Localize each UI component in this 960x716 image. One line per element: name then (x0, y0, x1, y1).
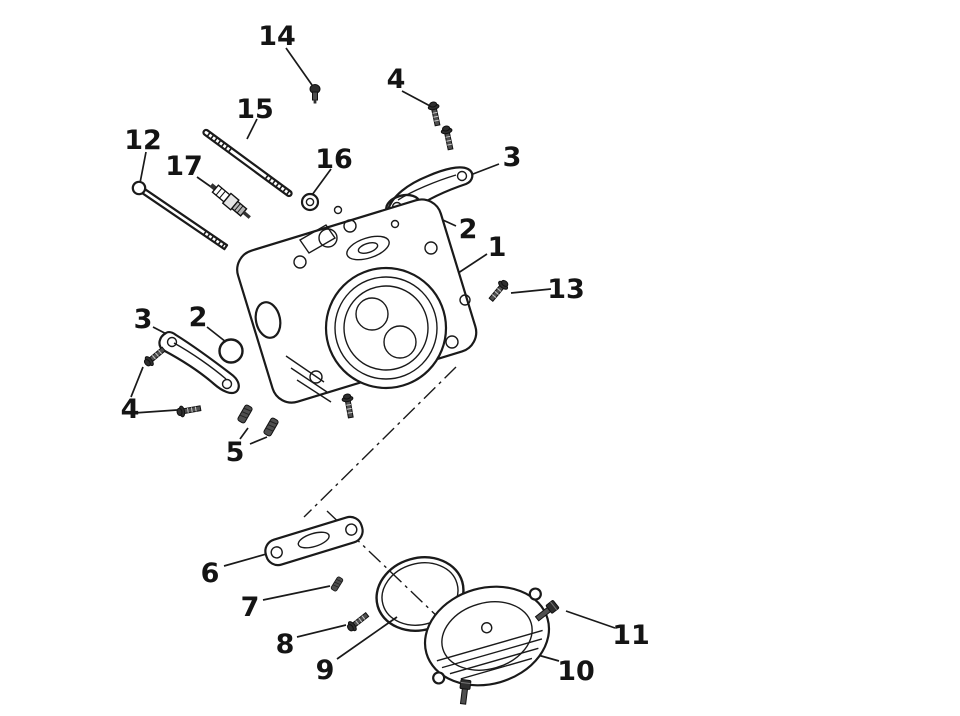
callout-9: 9 (316, 655, 335, 686)
part-7-stud (330, 575, 344, 593)
callout-3-right: 3 (503, 142, 522, 173)
part-1-cylinder-head (236, 198, 478, 419)
part-3-holder-left (158, 330, 240, 395)
callout-15: 15 (236, 94, 274, 125)
callout-16: 16 (315, 144, 353, 175)
callout-4-left: 4 (121, 394, 140, 425)
part-10-side-cover (423, 585, 551, 687)
callout-13: 13 (547, 274, 585, 305)
part-2-oring-left (218, 338, 244, 364)
callout-8: 8 (276, 629, 295, 660)
callout-12: 12 (124, 125, 162, 156)
callout-5: 5 (226, 437, 245, 468)
callout-1: 1 (488, 232, 507, 263)
callout-11: 11 (612, 620, 650, 651)
callout-17: 17 (165, 151, 203, 182)
part-8-bolt (344, 609, 372, 634)
part-17-spark-plug (209, 183, 251, 219)
callout-4-top: 4 (387, 64, 406, 95)
part-16-washer (300, 192, 320, 212)
callout-3-left: 3 (134, 304, 153, 335)
part-6-spacer-plate (264, 515, 364, 567)
callout-2-right: 2 (459, 214, 478, 245)
callout-7: 7 (241, 592, 260, 623)
part-13-bolt (486, 277, 511, 304)
part-5-dowel-pins (236, 403, 280, 438)
callout-10: 10 (557, 656, 595, 687)
callout-6: 6 (201, 558, 220, 589)
callout-2-left: 2 (189, 302, 208, 333)
part-12-long-bolt (131, 180, 229, 251)
part-14-plug-screw (309, 84, 321, 104)
part-15-stud (202, 128, 293, 198)
part-4-bolts-top (426, 100, 457, 151)
callout-14: 14 (258, 21, 296, 52)
